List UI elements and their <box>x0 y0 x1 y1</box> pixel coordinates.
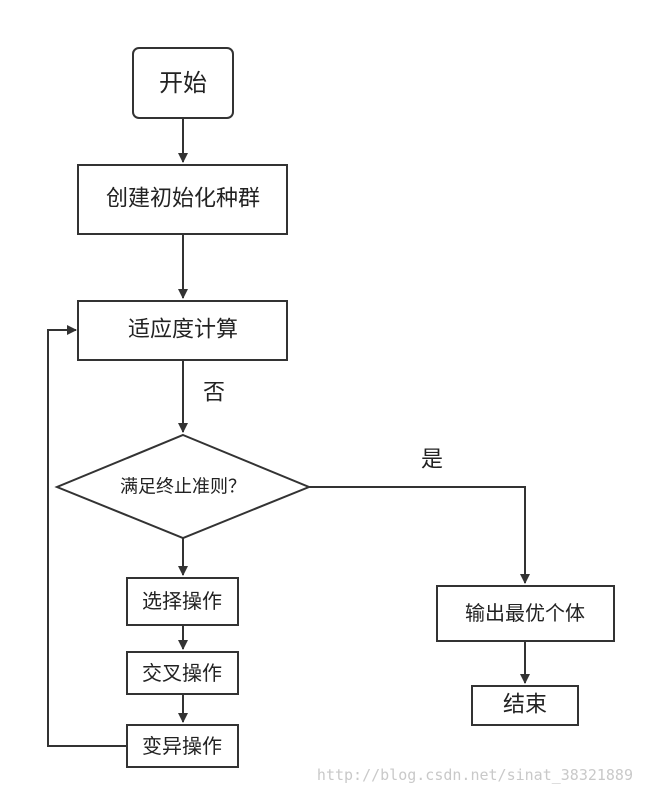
node-fitness-box <box>77 300 288 361</box>
node-init-population-label: 创建初始化种群 <box>106 187 260 212</box>
node-fitness-label: 适应度计算 <box>128 318 238 343</box>
node-init-population-box <box>77 164 288 235</box>
node-output-best-box <box>436 585 615 642</box>
edge-check-to-output <box>309 486 530 584</box>
node-mutation-box <box>126 724 239 768</box>
watermark: http://blog.csdn.net/sinat_38321889 <box>317 766 633 784</box>
node-mutation-label: 变异操作 <box>142 734 222 758</box>
node-end-box <box>471 685 579 726</box>
node-termination-check-diamond <box>54 433 312 540</box>
node-crossover-box <box>126 651 239 695</box>
node-crossover-label: 交叉操作 <box>142 661 222 685</box>
node-termination-check-label: 满足终止准则？ <box>120 477 246 498</box>
edge-label-yes: 是 <box>421 448 443 473</box>
edge-mutation-loop-back-to-fitness <box>47 325 126 747</box>
edge-label-no: 否 <box>203 381 225 406</box>
node-start-box <box>132 47 234 119</box>
node-start-label: 开始 <box>159 69 207 97</box>
node-selection-label: 选择操作 <box>142 589 222 613</box>
node-end-label: 结束 <box>503 693 547 718</box>
node-output-best-label: 输出最优个体 <box>465 601 585 625</box>
node-selection-box <box>126 577 239 626</box>
